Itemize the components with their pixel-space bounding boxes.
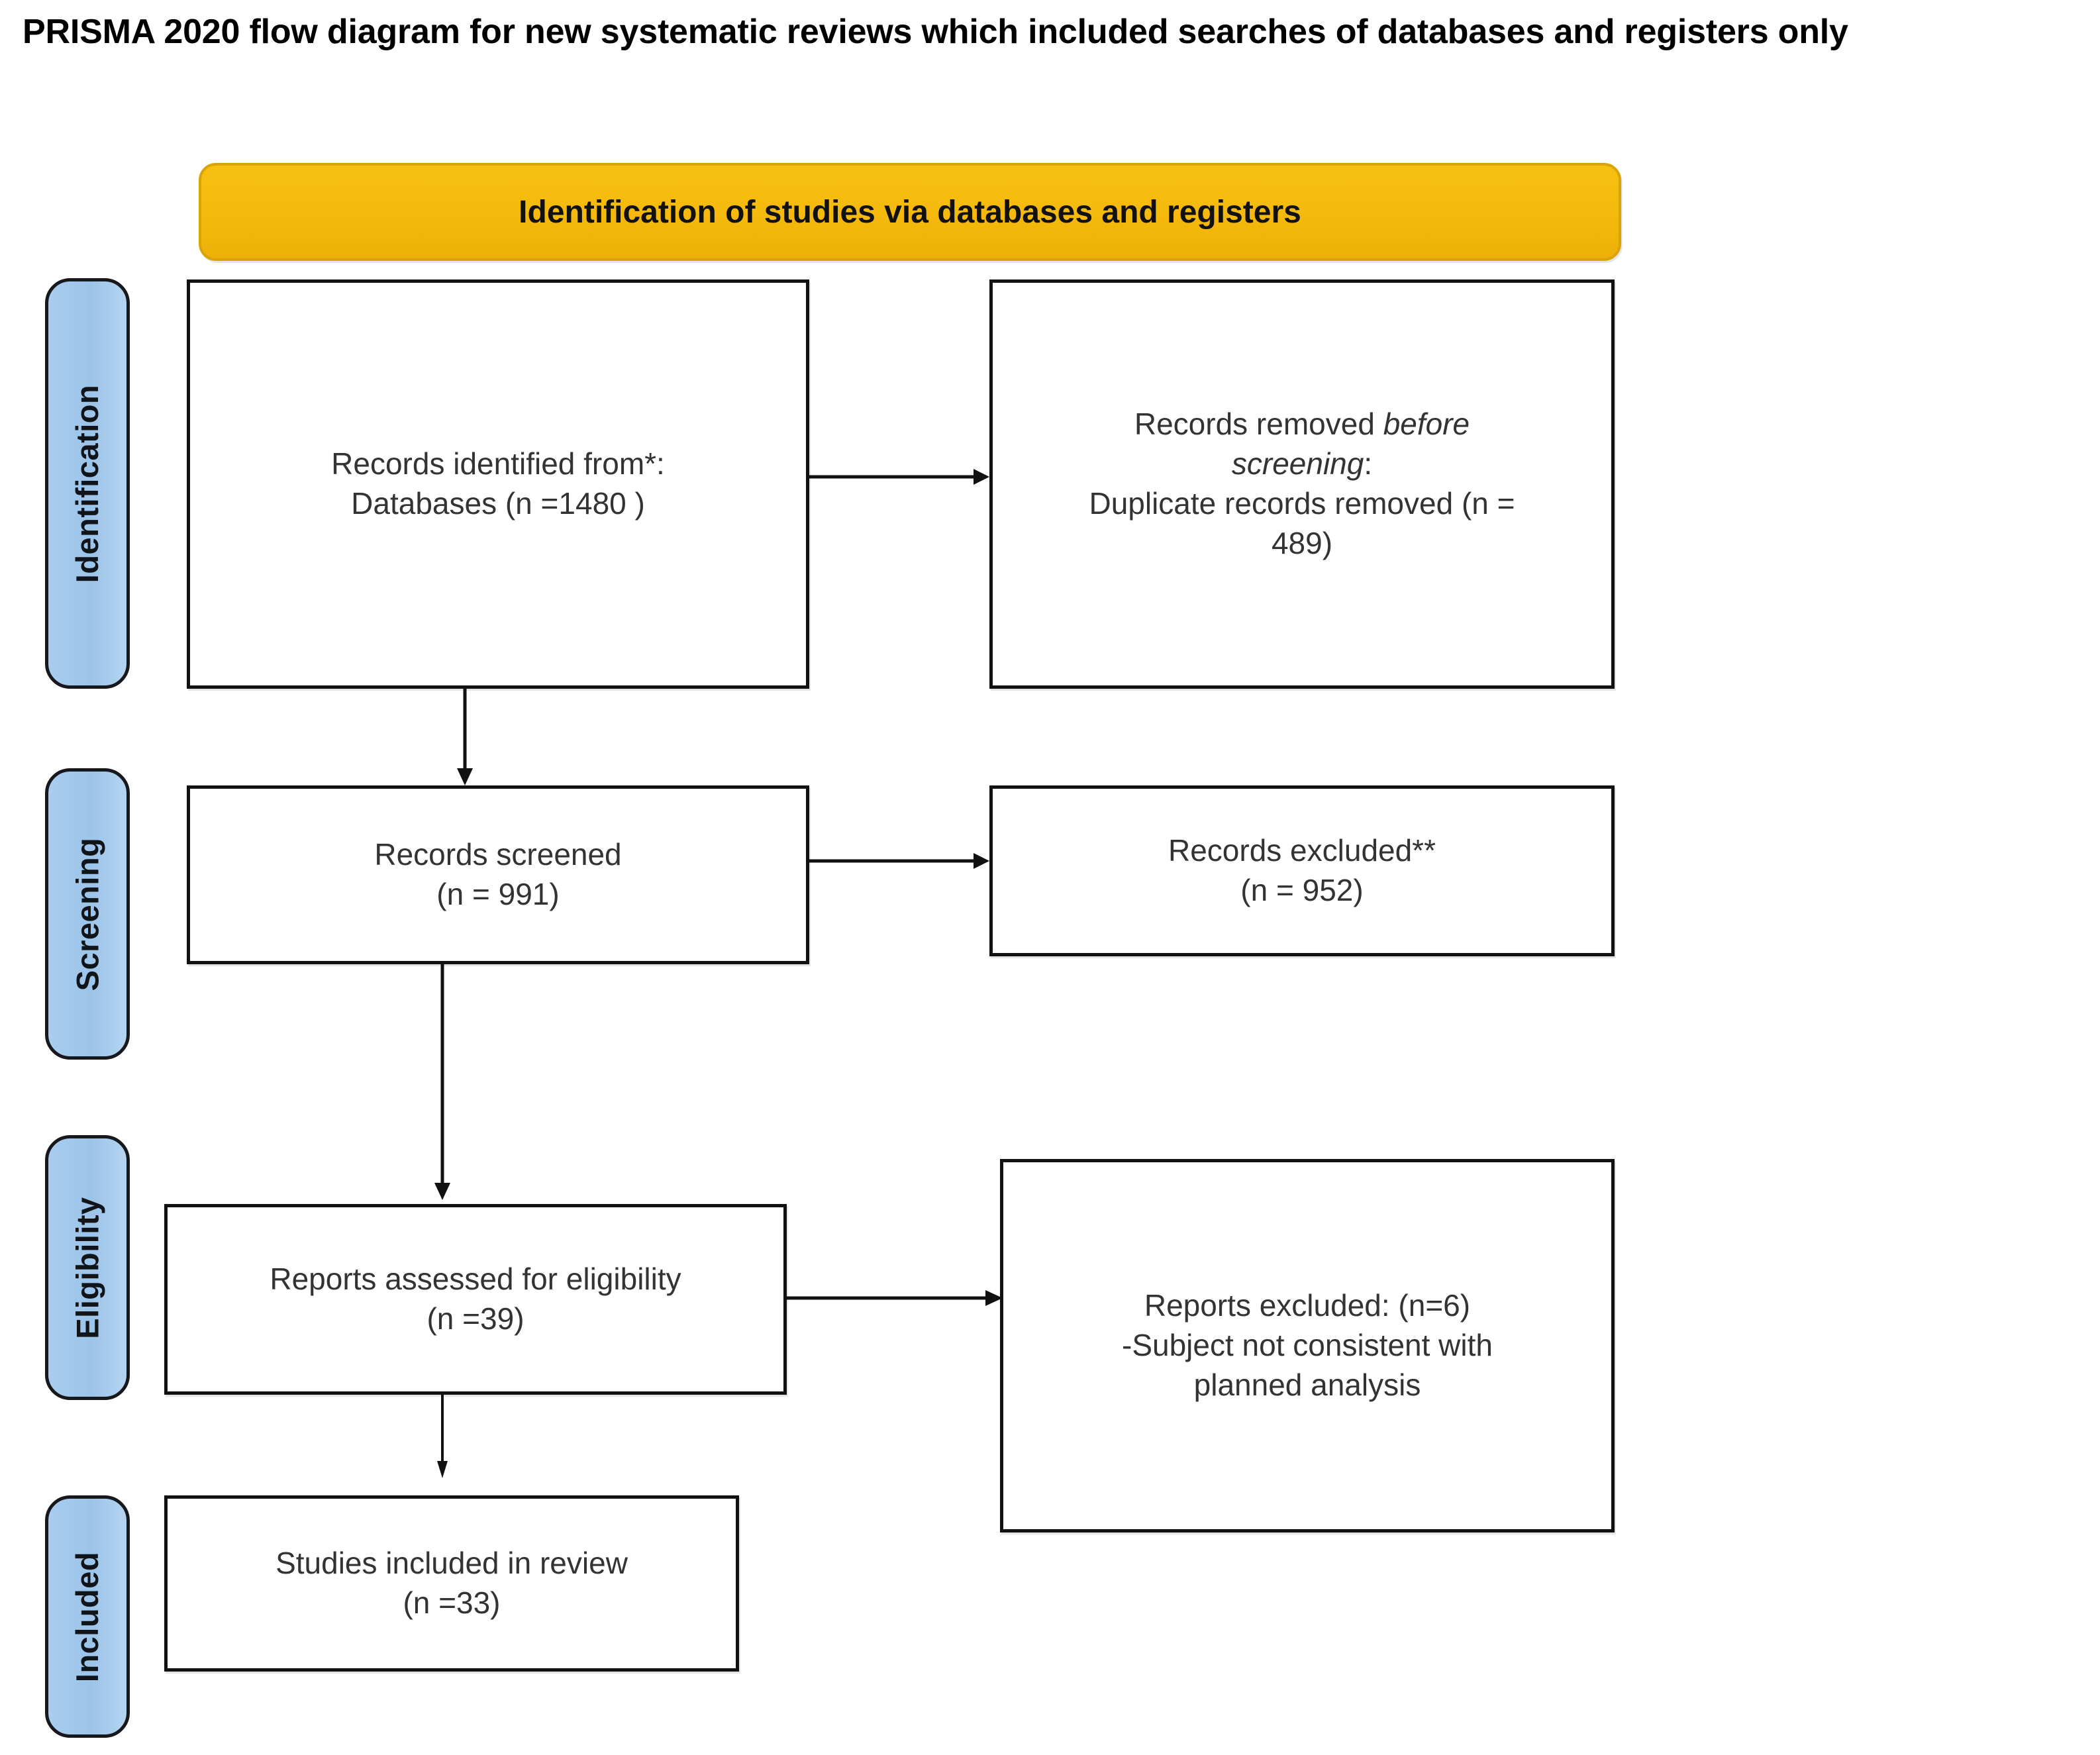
- records-excluded-line-1: Records excluded**: [1168, 833, 1436, 868]
- studies-included-line-1: Studies included in review: [275, 1546, 628, 1581]
- stage-label-included: Included: [70, 1551, 105, 1682]
- records-removed-line-2a: screening: [1231, 446, 1364, 481]
- records-screened-line-2: (n = 991): [436, 877, 560, 911]
- arrow-screened-to-excluded: [809, 848, 991, 874]
- stage-pill-included: Included: [45, 1495, 130, 1738]
- box-reports-assessed: Reports assessed for eligibility (n =39): [164, 1204, 787, 1395]
- stage-pill-screening: Screening: [45, 768, 130, 1060]
- box-records-identified-text: Records identified from*: Databases (n =…: [319, 444, 677, 524]
- records-removed-line-2: screening:: [1089, 444, 1515, 484]
- reports-excluded-line-3: planned analysis: [1193, 1367, 1421, 1402]
- records-identified-line-1: Records identified from*:: [331, 446, 665, 481]
- reports-excluded-line-1: Reports excluded: (n=6): [1144, 1288, 1471, 1323]
- arrow-assessed-to-included: [429, 1395, 456, 1493]
- box-records-excluded: Records excluded** (n = 952): [989, 785, 1615, 956]
- box-records-screened-text: Records screened (n = 991): [362, 835, 633, 915]
- stage-pill-identification: Identification: [45, 278, 130, 689]
- records-removed-line-1: Records removed before: [1089, 405, 1515, 444]
- stage-label-eligibility: Eligibility: [70, 1196, 105, 1339]
- arrow-identified-to-removed: [809, 464, 991, 490]
- box-records-removed: Records removed before screening: Duplic…: [989, 279, 1615, 689]
- records-excluded-line-2: (n = 952): [1240, 873, 1364, 907]
- identification-header-bar: Identification of studies via databases …: [199, 163, 1621, 261]
- page-title: PRISMA 2020 flow diagram for new systema…: [23, 13, 1848, 51]
- reports-assessed-line-2: (n =39): [426, 1301, 525, 1336]
- studies-included-line-2: (n =33): [403, 1585, 501, 1620]
- reports-assessed-line-1: Reports assessed for eligibility: [270, 1262, 681, 1297]
- records-removed-line-1b: before: [1383, 407, 1470, 442]
- box-records-identified: Records identified from*: Databases (n =…: [187, 279, 809, 689]
- box-records-excluded-text: Records excluded** (n = 952): [1156, 831, 1448, 911]
- box-reports-excluded: Reports excluded: (n=6) -Subject not con…: [1000, 1159, 1615, 1532]
- stage-label-screening: Screening: [70, 837, 105, 991]
- reports-excluded-line-2: -Subject not consistent with: [1122, 1328, 1493, 1363]
- records-removed-line-3: Duplicate records removed (n =: [1089, 486, 1515, 521]
- arrow-identified-to-screened: [452, 689, 478, 788]
- stage-pill-eligibility: Eligibility: [45, 1135, 130, 1400]
- stage-label-identification: Identification: [70, 384, 105, 583]
- box-reports-excluded-text: Reports excluded: (n=6) -Subject not con…: [1110, 1286, 1505, 1405]
- box-records-screened: Records screened (n = 991): [187, 785, 809, 964]
- box-records-removed-text: Records removed before screening: Duplic…: [1077, 405, 1526, 563]
- box-reports-assessed-text: Reports assessed for eligibility (n =39): [258, 1260, 693, 1339]
- arrow-screened-to-assessed: [429, 964, 456, 1203]
- box-studies-included-text: Studies included in review (n =33): [264, 1544, 640, 1623]
- identification-header-label: Identification of studies via databases …: [519, 194, 1301, 230]
- records-removed-line-2b: :: [1364, 446, 1373, 481]
- arrow-assessed-to-reports-excluded: [787, 1285, 1005, 1311]
- records-identified-line-2: Databases (n =1480 ): [351, 486, 645, 521]
- records-removed-line-1a: Records removed: [1134, 407, 1383, 442]
- records-screened-line-1: Records screened: [374, 837, 622, 872]
- records-removed-line-4: 489): [1271, 525, 1333, 560]
- box-studies-included: Studies included in review (n =33): [164, 1495, 739, 1672]
